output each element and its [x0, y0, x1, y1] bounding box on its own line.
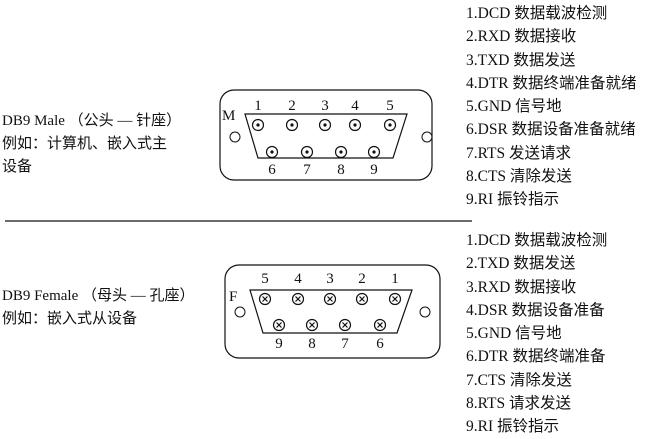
- signal-item: 6.DSR 数据设备准备就绪: [466, 121, 636, 139]
- signal-item: 2.RXD 数据接收: [466, 28, 577, 46]
- socket-icon: [373, 318, 387, 332]
- male-example-cont: 设备: [2, 159, 33, 175]
- male-title: DB9 Male （公头 — 针座）: [2, 113, 182, 129]
- pin-number: 3: [326, 271, 334, 287]
- signal-item: 1.DCD 数据载波检测: [466, 5, 608, 22]
- signal-item: 5.GND 信号地: [466, 325, 562, 343]
- pin-icon: [318, 118, 332, 132]
- male-connector-trapezoid: [244, 113, 408, 159]
- pin-number: 4: [351, 98, 359, 114]
- signal-item: 8.CTS 清除发送: [466, 168, 572, 186]
- pin-icon: [265, 145, 279, 159]
- socket-icon: [258, 292, 272, 306]
- pin-number: 6: [376, 336, 384, 352]
- pin-number: 5: [261, 271, 269, 287]
- female-title: DB9 Female （母头 — 孔座）: [2, 288, 195, 304]
- pin-number: 2: [358, 271, 366, 287]
- pin-number: 3: [321, 98, 329, 114]
- signal-item: 3.TXD 数据发送: [466, 51, 576, 69]
- signal-item: 1.DCD 数据载波检测: [466, 232, 608, 249]
- socket-icon: [355, 292, 369, 306]
- female-connector: F 5 4 3 2 1 9 8 7 6: [224, 264, 441, 359]
- signal-item: 7.CTS 清除发送: [466, 371, 572, 389]
- pin-number: 7: [341, 336, 349, 352]
- pin-number: 1: [391, 271, 399, 287]
- socket-icon: [272, 318, 286, 332]
- signal-item: 3.RXD 数据接收: [466, 278, 577, 296]
- mounting-hole-icon: [421, 131, 433, 143]
- signal-item: 7.RTS 发送请求: [466, 144, 571, 162]
- pin-icon: [300, 145, 314, 159]
- pin-number: 5: [386, 98, 394, 114]
- pin-number: 7: [303, 162, 311, 178]
- signal-item: 9.RI 振铃指示: [466, 191, 560, 209]
- pin-icon: [383, 118, 397, 132]
- signal-item: 8.RTS 请求发送: [466, 395, 571, 413]
- pin-icon: [251, 118, 265, 132]
- male-connector: M 1 2 3 4 5 6 7 8 9: [219, 89, 433, 181]
- socket-icon: [388, 292, 402, 306]
- socket-icon: [323, 292, 337, 306]
- pin-number: 8: [308, 336, 316, 352]
- male-connector-letter: M: [222, 108, 235, 124]
- pin-icon: [285, 118, 299, 132]
- signal-item: 5.GND 信号地: [466, 98, 562, 116]
- female-signal-list: 1.DCD 数据载波检测 2.TXD 数据发送 3.RXD 数据接收 4.DSR 数据…: [466, 229, 607, 439]
- female-example: 例如：嵌入式从设备: [2, 311, 138, 327]
- female-connector-trapezoid: [249, 289, 413, 334]
- female-connector-shell: [224, 264, 441, 359]
- pin-icon: [348, 118, 362, 132]
- pin-number: 1: [254, 98, 262, 114]
- socket-icon: [338, 318, 352, 332]
- socket-icon: [291, 292, 305, 306]
- mounting-hole-icon: [229, 131, 241, 143]
- mounting-hole-icon: [419, 306, 431, 318]
- female-connector-letter: F: [229, 289, 237, 305]
- signal-item: 6.DTR 数据终端准备: [466, 348, 606, 366]
- signal-item: 9.RI 振铃指示: [466, 418, 560, 436]
- pin-number: 4: [294, 271, 302, 287]
- pin-number: 9: [370, 162, 378, 178]
- male-example: 例如：计算机、嵌入式主: [2, 136, 168, 152]
- pin-number: 8: [337, 162, 345, 178]
- pin-number: 9: [275, 336, 283, 352]
- pin-icon: [367, 145, 381, 159]
- pin-icon: [334, 145, 348, 159]
- signal-item: 2.TXD 数据发送: [466, 255, 576, 273]
- pin-number: 2: [288, 98, 296, 114]
- signal-item: 4.DTR 数据终端准备就绪: [466, 74, 637, 92]
- male-signal-list: 1.DCD 数据载波检测 2.RXD 数据接收 3.TXD 数据发送 4.DTR 数据…: [466, 2, 637, 212]
- pin-number: 6: [268, 162, 276, 178]
- signal-item: 4.DSR 数据设备准备: [466, 301, 605, 319]
- socket-icon: [305, 318, 319, 332]
- mounting-hole-icon: [234, 306, 246, 318]
